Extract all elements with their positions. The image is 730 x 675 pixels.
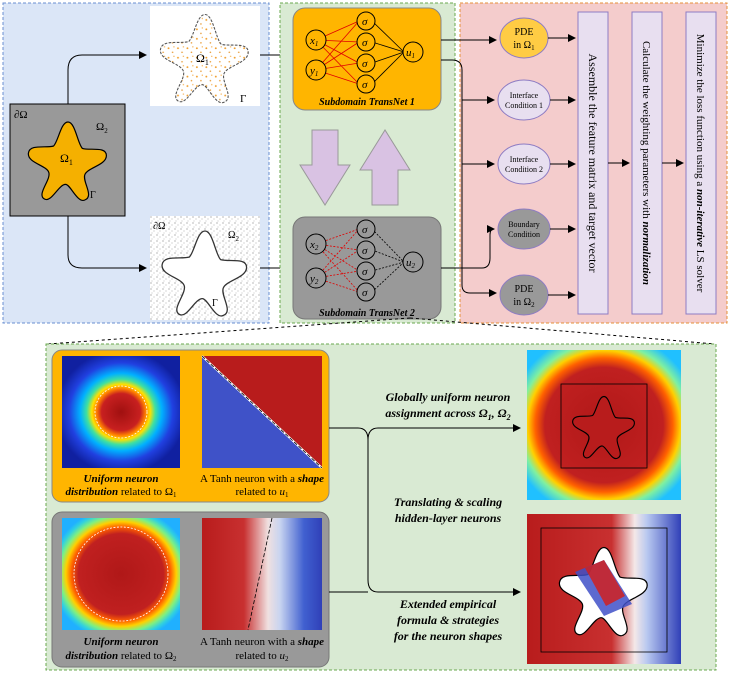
net2-title: Subdomain TransNet 2 — [319, 308, 415, 319]
global-line1: Globally uniform neuron — [386, 390, 511, 404]
subdomain1-label: Ω1 — [196, 51, 209, 67]
omega1-label: Ω1 — [60, 151, 73, 167]
boundary-label: ∂Ω — [14, 109, 28, 121]
net1-input-x: x1 — [309, 35, 318, 48]
solver-box — [685, 11, 717, 315]
pde1-label: PDE — [515, 27, 534, 38]
boundary-label-2: ∂Ω — [153, 221, 165, 232]
translate-line2: hidden-layer neurons — [395, 511, 502, 525]
solver-label: Minimize the loss function using a non-i… — [694, 34, 706, 293]
interface1-line2: Condition 1 — [505, 101, 543, 110]
uniform2-line2: distribution related to Ω2 — [66, 650, 178, 663]
net2-sigma-3: σ — [362, 266, 368, 278]
net2-input-x: x2 — [309, 239, 319, 252]
tanh2-line1: A Tanh neuron with a shape — [200, 636, 324, 648]
pde2-label: PDE — [515, 284, 534, 295]
net2-output: u2 — [406, 257, 416, 270]
uniform1-line1: Uniform neuron — [84, 473, 159, 485]
interface1-line1: Interface — [510, 91, 539, 100]
net2-sigma-4: σ — [362, 287, 368, 299]
uniform1-line2: distribution related to Ω1 — [66, 486, 178, 499]
net1-input-y: y1 — [309, 65, 318, 78]
net1-sigma-4: σ — [362, 79, 368, 91]
interface2-line1: Interface — [510, 155, 539, 164]
omega2-label: Ω2 — [96, 121, 108, 135]
tanh1-line2: related to u1 — [236, 486, 289, 499]
global-line2: assignment across Ω1, Ω2 — [385, 406, 510, 422]
extended-line3: for the neuron shapes — [394, 629, 503, 643]
net1-title: Subdomain TransNet 1 — [319, 97, 415, 108]
weighting-box — [631, 11, 663, 315]
omega2-label-2: Ω2 — [228, 230, 239, 243]
gamma-label-3: Γ — [212, 298, 218, 309]
down-arrow — [299, 129, 351, 206]
net1-sigma-2: σ — [362, 37, 368, 49]
up-arrow — [359, 129, 411, 206]
gamma-label-1: Γ — [240, 93, 246, 105]
boundary-line2: Condition — [508, 230, 540, 239]
assemble-label: Assemble the feature matrix and target v… — [586, 53, 600, 272]
extended-line1: Extended empirical — [399, 597, 497, 611]
uniform-dist-map-1 — [62, 356, 180, 468]
net1-sigma-1: σ — [362, 16, 368, 28]
pde2-domain: in Ω2 — [513, 297, 535, 309]
tanh1-line1: A Tanh neuron with a shape — [200, 473, 324, 485]
interface2-line2: Condition 2 — [505, 165, 543, 174]
extended-line2: formula & strategies — [397, 613, 499, 627]
uniform-dist-map-2 — [62, 518, 180, 630]
tanh2-line2: related to u2 — [236, 650, 289, 663]
boundary-line1: Boundary — [508, 220, 540, 229]
net2-input-y: y2 — [309, 273, 319, 286]
gamma-label-2: Γ — [90, 190, 96, 201]
net2-sigma-1: σ — [362, 224, 368, 236]
uniform2-line1: Uniform neuron — [84, 636, 159, 648]
pde1-domain: in Ω1 — [513, 40, 535, 52]
weighting-label: Calculate the weighting parameters with … — [640, 41, 652, 285]
net1-sigma-3: σ — [362, 58, 368, 70]
translate-line1: Translating & scaling — [394, 495, 502, 509]
net2-sigma-2: σ — [362, 245, 368, 257]
net1-output: u1 — [406, 47, 415, 60]
tanh-map-2 — [202, 518, 322, 630]
assemble-box — [577, 11, 609, 315]
